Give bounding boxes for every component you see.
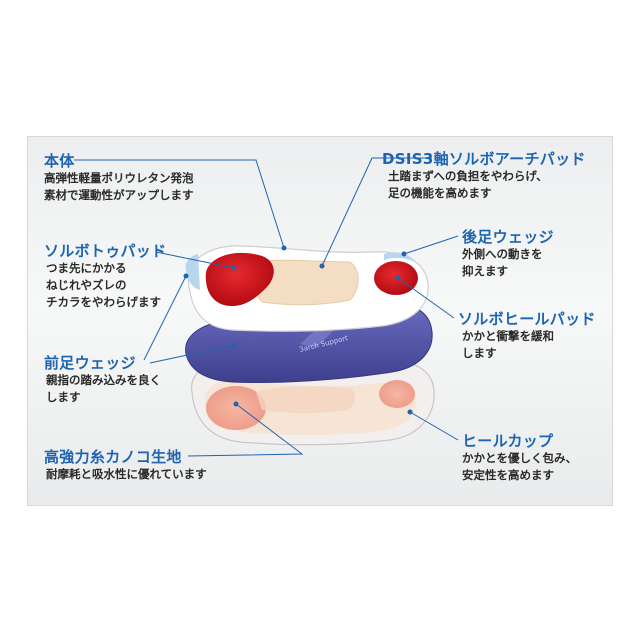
heel-pad-desc-line1: かかと衝撃を緩和 xyxy=(462,329,554,343)
leader-dots xyxy=(183,245,413,415)
leader-dsis xyxy=(321,157,432,267)
bottom-forefoot-pad xyxy=(206,386,266,430)
bottom-heel-pad xyxy=(379,380,415,408)
leader-bottom xyxy=(187,403,304,457)
fore-wedge-desc: 親指の踏み込みを良く します xyxy=(46,372,161,406)
dsis-desc: 土踏まずへの負担をやわらげ、 足の機能を高めます xyxy=(388,168,548,202)
body-desc-line1: 高弾性軽量ポリウレタン発泡 xyxy=(44,171,194,185)
fabric-title: 高強力糸カノコ生地 xyxy=(44,448,182,466)
leader-lines xyxy=(74,157,459,457)
leader-fabric xyxy=(149,344,235,364)
fore-wedge-desc-line1: 親指の踏み込みを良く xyxy=(46,373,161,387)
leader-heel-pad xyxy=(397,277,455,319)
rear-wedge-edge xyxy=(384,252,416,262)
fabric-desc-line1: 耐摩耗と吸水性に優れています xyxy=(46,467,207,481)
toe-pad-desc: つま先にかかる ねじれやズレの チカラをやわらげます xyxy=(46,260,161,311)
rear-wedge-desc-line1: 外側への動きを xyxy=(462,247,543,261)
leader-heel-cup xyxy=(409,411,459,441)
heel-cup-desc-line1: かかとを優しく包み、 xyxy=(462,451,577,465)
fore-wedge-title: 前足ウェッジ xyxy=(44,354,136,372)
dsis-desc-line1: 土踏まずへの負担をやわらげ、 xyxy=(388,169,548,183)
heel-pad-desc-line2: します xyxy=(462,346,497,360)
rear-wedge-title: 後足ウェッジ xyxy=(462,228,554,246)
top-insole-layer xyxy=(185,245,429,332)
fore-wedge-edge xyxy=(185,254,200,290)
heel-cup-desc: かかとを優しく包み、 安定性を高めます xyxy=(462,450,577,484)
body-desc-line2: 素材で運動性がアップします xyxy=(44,188,194,202)
rear-wedge-desc-line2: 抑えます xyxy=(462,264,508,278)
toe-pad-desc-line1: つま先にかかる xyxy=(46,261,127,275)
toe-pad-title: ソルボトゥパッド xyxy=(44,242,167,260)
heel-cup-desc-line2: 安定性を高めます xyxy=(462,468,554,482)
rear-wedge-desc: 外側への動きを 抑えます xyxy=(462,246,543,280)
leader-toe-pad xyxy=(155,251,235,269)
bottom-insole-layer xyxy=(191,358,435,446)
fore-wedge-desc-line2: します xyxy=(46,390,81,404)
fabric-desc: 耐摩耗と吸水性に優れています xyxy=(46,466,207,483)
heel-cup-title: ヒールカップ xyxy=(462,432,554,450)
toe-pad-desc-line3: チカラをやわらげます xyxy=(46,295,161,309)
dsis-desc-line2: 足の機能を高めます xyxy=(388,186,492,200)
heel-pad-desc: かかと衝撃を緩和 します xyxy=(462,328,554,362)
leader-rear-wedge xyxy=(403,235,459,255)
leader-fore-wedge xyxy=(143,275,187,361)
heel-pad-title: ソルボヒールパッド xyxy=(458,310,596,328)
dsis-title: DSIS3軸ソルボアーチパッド xyxy=(382,150,586,168)
toe-pad-desc-line2: ねじれやズレの xyxy=(46,278,127,292)
leader-body xyxy=(74,159,285,249)
body-desc: 高弾性軽量ポリウレタン発泡 素材で運動性がアップします xyxy=(44,170,194,204)
body-title: 本体 xyxy=(44,152,75,170)
